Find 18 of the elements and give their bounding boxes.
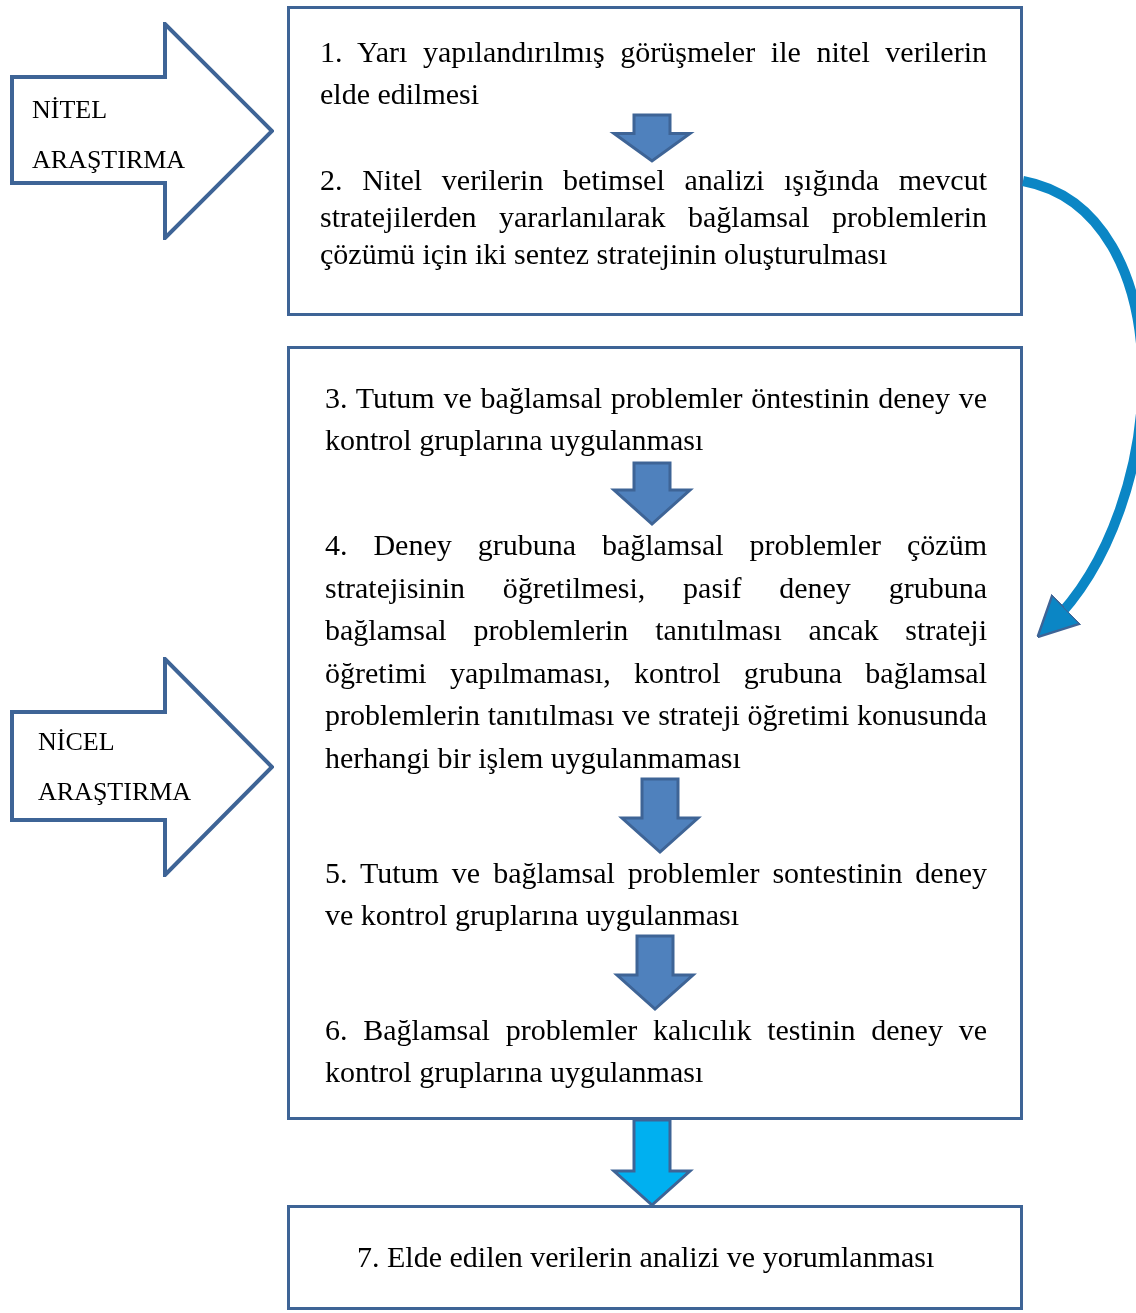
step-text: 6. Bağlamsal problemler kalıcılık testinin deney ve kontrol gruplarına uygulanması bbox=[325, 1009, 987, 1095]
process-box bbox=[287, 1205, 1023, 1310]
step-text: 3. Tutum ve bağlamsal problemler öntestinin deney ve kontrol gruplarına uygulanması bbox=[325, 377, 987, 463]
block-arrow bbox=[613, 934, 697, 1011]
step-text: 7. Elde edilen verilerin analizi ve yorumlanması bbox=[357, 1239, 935, 1275]
section-label: NİTEL ARAŞTIRMA bbox=[32, 94, 187, 176]
step-text: 5. Tutum ve bağlamsal problemler sontestinin deney ve kontrol gruplarına uygulanması bbox=[325, 852, 987, 936]
block-arrow bbox=[618, 777, 702, 854]
process-box bbox=[287, 6, 1023, 316]
section-label: NİCEL ARAŞTIRMA bbox=[38, 726, 193, 808]
block-arrow bbox=[610, 1118, 694, 1207]
step-text: 1. Yarı yapılandırılmış görüşmeler ile nitel verilerin elde edilmesi bbox=[320, 31, 987, 115]
process-box bbox=[287, 346, 1023, 1120]
block-arrow bbox=[610, 461, 694, 526]
step-text: 2. Nitel verilerin betimsel analizi ışığında mevcut stratejilerden yararlanılarak bağlamsal problemlerin çözümü için iki sentez stratejinin oluşturulması bbox=[320, 161, 987, 272]
step-text: 4. Deney grubuna bağlamsal problemler çözüm stratejisinin öğretilmesi, pasif deney grubuna bağlamsal problemlerin tanıtılması ancak strateji öğretimi yapılmaması, kontrol grubuna bağlamsal problemlerin tanıtılması ve strateji öğretimi konusunda herhangi bir işlem uygulanmaması bbox=[325, 524, 987, 779]
block-arrow bbox=[609, 113, 695, 163]
curved-arrow bbox=[1021, 176, 1136, 640]
